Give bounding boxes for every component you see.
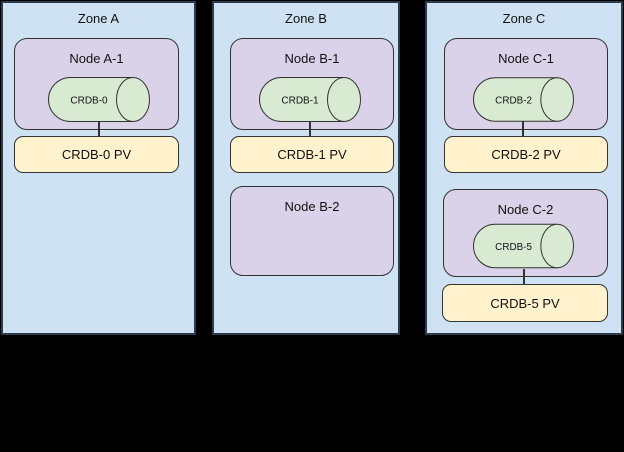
zone-c-label: Zone C [502,11,546,26]
pv-crdb-5: CRDB-5 PV [442,284,608,322]
pv-crdb-0: CRDB-0 PV [14,136,179,173]
cylinder-end-cap [116,77,150,122]
crdb-0-label: CRDB-0 [70,96,108,107]
cylinder-body [473,223,558,269]
pv-crdb-2: CRDB-2 PV [444,136,608,173]
pv-crdb-5-label: CRDB-5 PV [490,295,560,311]
crdb-0-cylinder: CRDB-0 [48,77,150,122]
cylinder-body [259,77,344,122]
node-c-1-label: Node C-1 [498,51,554,66]
node-b-1-label: Node B-1 [284,51,340,66]
connector-crdb-2-to-pv [522,121,524,136]
node-b-2: Node B-2 [230,186,394,276]
cylinder-body [48,77,133,122]
cylinder-body [473,77,558,122]
crdb-2-cylinder: CRDB-2 [473,77,574,122]
connector-crdb-0-to-pv [98,121,100,136]
pv-crdb-1-label: CRDB-1 PV [277,147,347,162]
pv-crdb-1: CRDB-1 PV [230,136,394,173]
node-b-2-label: Node B-2 [284,199,340,214]
pv-crdb-2-label: CRDB-2 PV [491,147,561,162]
cylinder-end-cap [540,223,574,269]
connector-crdb-1-to-pv [309,121,311,136]
crdb-5-cylinder: CRDB-5 [473,223,574,269]
crdb-2-label: CRDB-2 [495,95,532,106]
zone-b-label: Zone B [285,11,327,26]
node-c-2-label: Node C-2 [497,202,554,217]
pv-crdb-0-label: CRDB-0 PV [61,147,132,162]
node-b-1: Node B-1 [230,38,394,130]
cylinder-end-cap [540,77,574,122]
zone-a-label: Zone A [77,11,120,26]
crdb-5-label: CRDB-5 [495,242,532,253]
node-a-1-label: Node A-1 [69,51,124,66]
crdb-1-label: CRDB-1 [281,96,319,107]
crdb-1-cylinder: CRDB-1 [259,77,361,122]
cylinder-end-cap [327,77,361,122]
connector-crdb-5-to-pv [523,269,525,284]
